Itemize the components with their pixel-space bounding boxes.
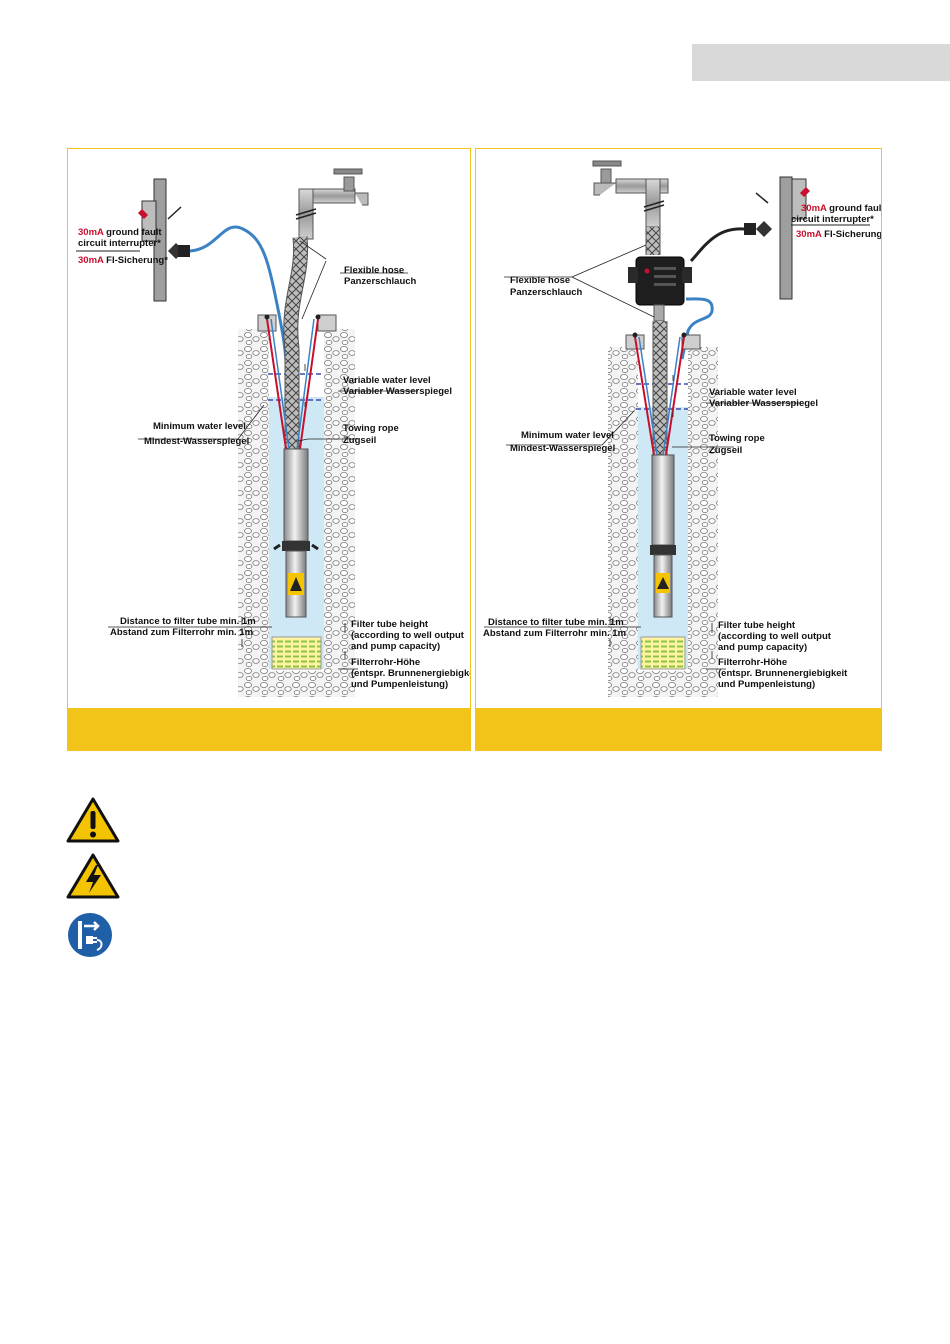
- min-level-de: Mindest-Wasserspiegel: [144, 436, 249, 447]
- distance-label-en: Distance to filter tube min. 1m: [120, 616, 256, 627]
- installation-diagram-right: 30mA ground fault circuit interrupter* 3…: [475, 148, 882, 751]
- well-wall-right: [688, 347, 718, 697]
- svg-text:circuit interrupter*: circuit interrupter*: [78, 238, 161, 249]
- rope-label-de: Zugseil: [709, 445, 742, 456]
- pressure-control-unit: [628, 256, 692, 306]
- filter-height-en-1: Filter tube height: [351, 619, 429, 630]
- svg-text:30mA FI-Sicherung*: 30mA FI-Sicherung*: [796, 229, 882, 240]
- rope-label-de: Zugseil: [343, 435, 376, 446]
- var-level-de: Variabler Wasserspiegel: [343, 386, 452, 397]
- filter-height-de-2: (entspr. Brunnenergiebigkeit: [718, 668, 848, 679]
- filter-height-en-1: Filter tube height: [718, 620, 796, 631]
- distance-label-de: Abstand zum Filterrohr min. 1m: [110, 627, 253, 638]
- submersible-pump: [273, 448, 319, 618]
- filter-height-de-1: Filterrohr-Höhe: [351, 657, 420, 668]
- hose-label-en: Flexible hose: [510, 275, 570, 286]
- min-level-en: Minimum water level: [153, 421, 246, 432]
- hose-label-de: Panzerschlauch: [344, 276, 417, 287]
- hose-label-de: Panzerschlauch: [510, 287, 583, 298]
- min-level-de: Mindest-Wasserspiegel: [510, 443, 615, 454]
- hose-label-en: Flexible hose: [344, 265, 404, 276]
- installation-diagram-left: 30mA ground fault circuit interrupter* 3…: [67, 148, 471, 751]
- filter-height-en-2: (according to well output: [718, 631, 832, 642]
- panel-footer-right: [476, 708, 881, 750]
- disconnect-mains-plug-icon: [68, 913, 112, 957]
- submersible-pump: [650, 454, 676, 618]
- rope-label-en: Towing rope: [709, 433, 765, 444]
- rope-label-en: Towing rope: [343, 423, 399, 434]
- wall-outlet-fi: [138, 178, 190, 302]
- distance-label-de: Abstand zum Filterrohr min. 1m: [483, 628, 626, 639]
- filter-height-de-3: und Pumpenleistung): [718, 679, 815, 690]
- var-level-de: Variabler Wasserspiegel: [709, 398, 818, 409]
- filter-height-en-2: (according to well output: [351, 630, 465, 641]
- var-level-en: Variable water level: [343, 375, 431, 386]
- well-diagram-left: 30mA ground fault circuit interrupter* 3…: [76, 168, 471, 697]
- water-tap: [592, 160, 669, 228]
- min-level-en: Minimum water level: [521, 430, 614, 441]
- svg-text:30mA FI-Sicherung*: 30mA FI-Sicherung*: [78, 255, 168, 266]
- svg-text:30mA ground fault: 30mA ground fault: [78, 227, 162, 238]
- header-tab: [692, 44, 950, 81]
- filter-tube: [271, 636, 322, 670]
- filter-tube: [640, 636, 686, 670]
- water-tap: [295, 168, 369, 240]
- wall-outlet-fi: [744, 176, 810, 300]
- filter-height-de-2: (entspr. Brunnenergiebigkeit: [351, 668, 471, 679]
- panel-footer-left: [68, 708, 470, 750]
- well-wall-left: [238, 329, 269, 697]
- var-level-en: Variable water level: [709, 387, 797, 398]
- electrical-hazard-icon: [66, 853, 120, 899]
- fi-label: 30mA ground fault circuit interrupter* 3…: [791, 203, 882, 240]
- fi-label: 30mA ground fault circuit interrupter* 3…: [76, 227, 168, 266]
- filter-height-de-3: und Pumpenleistung): [351, 679, 448, 690]
- distance-label-en: Distance to filter tube min. 1m: [488, 617, 624, 628]
- power-cable: [689, 227, 745, 263]
- well-diagram-right: 30mA ground fault circuit interrupter* 3…: [483, 160, 882, 697]
- general-warning-icon: [66, 797, 120, 843]
- svg-text:30mA ground fault: 30mA ground fault: [801, 203, 882, 214]
- filter-height-en-3: and pump capacity): [718, 642, 807, 653]
- filter-height-de-1: Filterrohr-Höhe: [718, 657, 787, 668]
- filter-height-en-3: and pump capacity): [351, 641, 440, 652]
- well-wall-right: [324, 329, 355, 697]
- svg-text:circuit interrupter*: circuit interrupter*: [791, 214, 874, 225]
- well-wall-left: [608, 347, 638, 697]
